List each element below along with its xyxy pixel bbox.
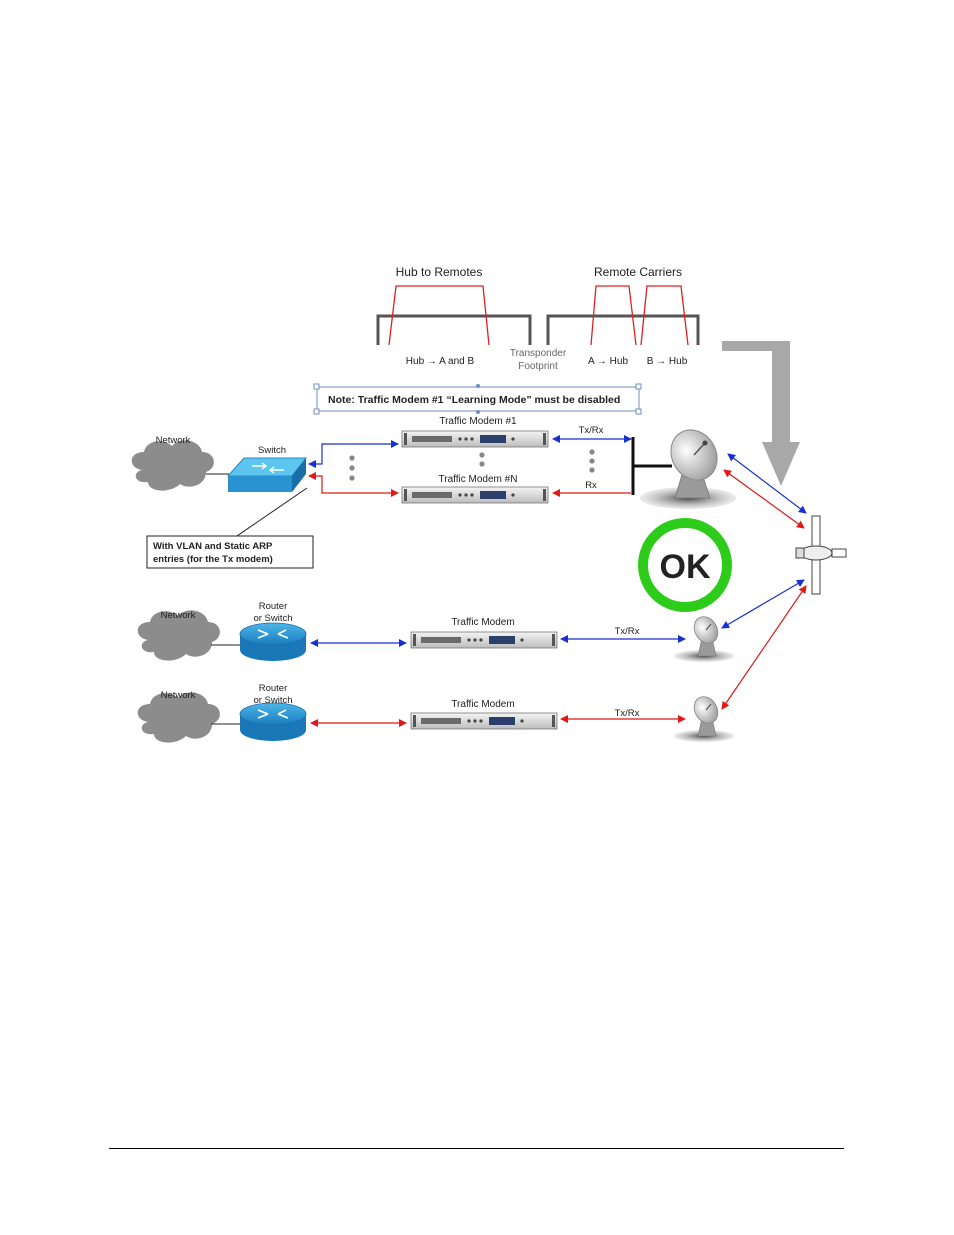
- spectrum-section: Hub to Remotes Remote Carriers Hub → A a…: [376, 265, 800, 486]
- hub-sat-blue-link: [727, 453, 807, 514]
- router-icon: [239, 622, 307, 661]
- carrier-b-label: B → Hub: [647, 356, 688, 367]
- cloud-icon: [131, 440, 214, 491]
- transponder-bracket-left: [376, 314, 532, 345]
- network-label: Network: [156, 435, 191, 446]
- modemN-label: Traffic Modem #N: [439, 474, 518, 485]
- hub-carrier-trace: [388, 285, 490, 346]
- link-label: Tx/Rx: [615, 708, 640, 719]
- remote-site-a: Network Router or Switch Traffic Modem T…: [137, 601, 734, 662]
- modem1-label: Traffic Modem #1: [439, 416, 517, 427]
- network-label: Network: [161, 610, 196, 621]
- ellipsis-dots-right: [589, 449, 595, 473]
- ellipsis-dots-mid: [479, 452, 485, 467]
- network-label: Network: [161, 690, 196, 701]
- modemN-rx-label: Rx: [585, 480, 597, 491]
- carrier-b-trace: [640, 285, 689, 346]
- note-box: Note: Traffic Modem #1 “Learning Mode” m…: [313, 383, 642, 415]
- link-label: Tx/Rx: [615, 626, 640, 637]
- callout-line-1: With VLAN and Static ARP: [153, 541, 273, 552]
- transponder-label-1: Transponder: [510, 348, 567, 359]
- ok-text: OK: [660, 548, 711, 586]
- modem1-txrx-label: Tx/Rx: [579, 425, 604, 436]
- router-label-2: or Switch: [253, 613, 292, 624]
- hub-dish-icon: [640, 429, 736, 509]
- router-label-1: Router: [259, 601, 288, 612]
- cloud-icon: [137, 610, 220, 661]
- transponder-label-2: Footprint: [518, 361, 558, 372]
- router-label-1: Router: [259, 683, 288, 694]
- carrier-a-trace: [590, 285, 637, 346]
- switch-to-modem1-link: [308, 440, 399, 468]
- satellite-icon: [795, 515, 847, 595]
- hub-sat-red-link: [723, 469, 805, 529]
- ok-badge: OK: [638, 518, 732, 612]
- uplink-down-arrow: [722, 341, 800, 486]
- remoteA-sat-link: [721, 579, 805, 629]
- router-label-2: or Switch: [253, 695, 292, 706]
- switch-icon: [226, 457, 308, 492]
- remote-group-title: Remote Carriers: [594, 265, 682, 279]
- vlan-callout-box: [146, 535, 314, 569]
- remoteB-sat-link: [721, 585, 807, 710]
- modem1-icon: [401, 430, 549, 448]
- remote-dish-icon: [674, 616, 734, 662]
- modem-label: Traffic Modem: [451, 699, 514, 710]
- carrier-a-label: A → Hub: [588, 356, 628, 367]
- switch-label: Switch: [258, 445, 286, 456]
- hub-carrier-label: Hub → A and B: [406, 356, 475, 367]
- switch-to-modemN-link: [308, 472, 399, 497]
- modem-icon: [410, 631, 558, 649]
- hub-group-title: Hub to Remotes: [396, 265, 483, 279]
- callout-line-2: entries (for the Tx modem): [153, 554, 273, 565]
- modem-icon: [410, 712, 558, 730]
- transponder-bracket-right: [546, 314, 700, 345]
- modemN-icon: [401, 486, 549, 504]
- modem-label: Traffic Modem: [451, 617, 514, 628]
- cloud-icon: [137, 692, 220, 743]
- ellipsis-dots-left: [349, 455, 355, 481]
- hub-site: Network Switch With VLAN and Static ARP …: [131, 416, 736, 569]
- remote-dish-icon: [674, 696, 734, 742]
- remote-site-b: Network Router or Switch Traffic Modem T…: [137, 683, 734, 743]
- footer-rule: [109, 1148, 844, 1149]
- note-text: Note: Traffic Modem #1 “Learning Mode” m…: [328, 394, 620, 406]
- router-icon: [239, 702, 307, 741]
